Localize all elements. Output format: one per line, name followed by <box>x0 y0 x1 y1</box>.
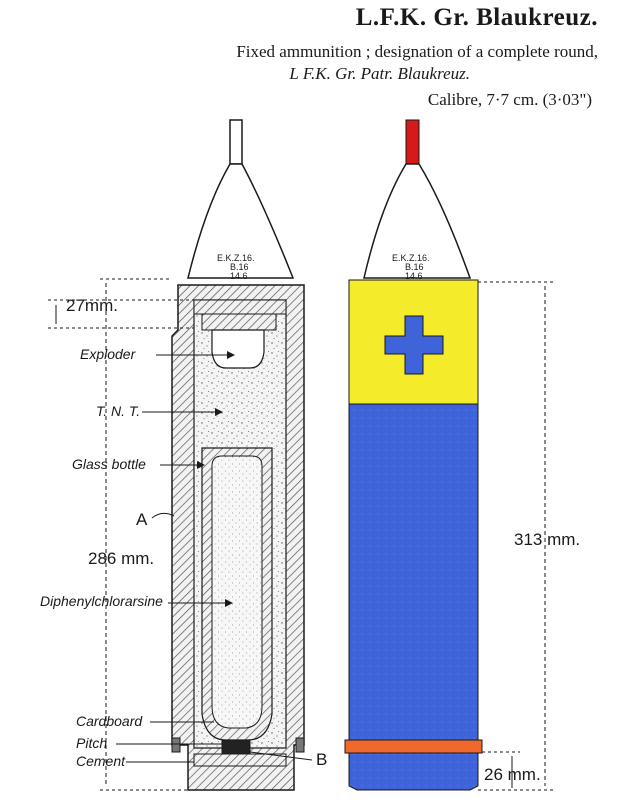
fuze-marking-exterior: E.K.Z.16. <box>392 253 430 263</box>
exploder-cap <box>201 313 277 331</box>
label-tnt: T. N. T. <box>96 403 140 419</box>
subtitle: Fixed ammunition ; designation of a comp… <box>236 42 598 61</box>
letter-a: A <box>136 510 148 529</box>
exploder <box>211 329 265 369</box>
fuze-marking-exterior-small-1: B.16 <box>405 262 424 272</box>
label-cement: Cement <box>76 753 126 769</box>
fuze-ogive-exterior <box>363 163 472 279</box>
label-cardboard: Cardboard <box>76 713 143 729</box>
fuze-tip-red <box>405 119 420 165</box>
dimension-27: 27mm. <box>66 296 118 315</box>
dimension-286: 286 mm. <box>88 549 154 568</box>
driving-band-right <box>295 737 305 753</box>
label-diphenylchlorarsine: Diphenylchlorarsine <box>40 593 163 609</box>
exterior-view: E.K.Z.16. B.16 14.6 313 mm. 26 mm. <box>344 119 580 791</box>
fuze-ogive <box>187 163 295 279</box>
blue-body <box>348 403 479 741</box>
label-pitch: Pitch <box>76 735 107 751</box>
diphenylchlorarsine-fill <box>211 455 263 729</box>
section-view: E.K.Z.16. B.16 14.6 27mm. 286 mm. Explo <box>40 119 327 791</box>
dimension-313: 313 mm. <box>514 530 580 549</box>
pitch-block <box>221 739 251 755</box>
page-title: L.F.K. Gr. Blaukreuz. <box>355 4 598 31</box>
letter-b: B <box>316 750 327 769</box>
dimension-26: 26 mm. <box>484 765 541 784</box>
fuze-marking: E.K.Z.16. <box>217 253 255 263</box>
nose-plug <box>193 299 287 315</box>
orange-driving-band <box>344 739 483 754</box>
calibre-note: Calibre, 7·7 cm. (3·03") <box>427 90 592 109</box>
blue-cross-icon <box>384 315 444 375</box>
fuze-marking-exterior-small-2: 14.6 <box>405 271 423 281</box>
round-designation: L F.K. Gr. Patr. Blaukreuz. <box>289 64 470 83</box>
label-exploder: Exploder <box>80 346 137 362</box>
leader-a <box>151 512 175 519</box>
blue-base <box>348 752 479 791</box>
driving-band-left <box>171 737 181 753</box>
leader-b <box>249 751 313 761</box>
fuze-marking-small-1: B.16 <box>230 262 249 272</box>
cement-plug <box>193 753 287 767</box>
fuze-marking-small-2: 14.6 <box>230 271 248 281</box>
label-glass-bottle: Glass bottle <box>72 456 146 472</box>
fuze-rod <box>229 119 243 165</box>
header: L.F.K. Gr. Blaukreuz. Fixed ammunition ;… <box>0 0 640 110</box>
